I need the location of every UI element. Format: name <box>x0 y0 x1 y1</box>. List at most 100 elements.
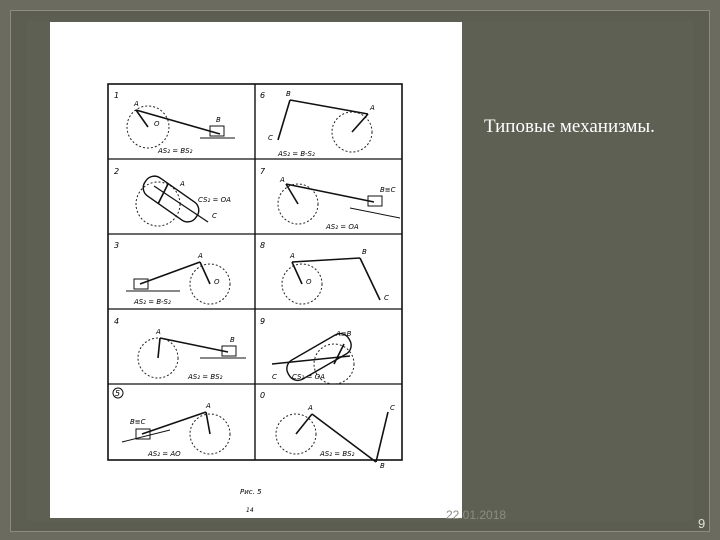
slider-block <box>221 345 237 357</box>
crank-circle <box>281 263 323 305</box>
crank-link <box>205 411 211 435</box>
joint-label: B≡C <box>130 418 146 426</box>
figure-page-number: 14 <box>246 507 254 514</box>
joint-label: B <box>380 462 385 470</box>
crank-circle <box>189 263 231 305</box>
joint-label: C <box>384 294 389 302</box>
slide-page-number: 9 <box>698 516 706 531</box>
slide-date: 22.01.2018 <box>446 508 507 522</box>
coupler-link <box>311 413 377 463</box>
cell-number: 5 <box>115 389 120 398</box>
crank-circle <box>313 343 355 385</box>
joint-label: A <box>307 404 313 412</box>
crank-link <box>333 343 345 365</box>
joint-label: C <box>268 134 273 142</box>
crank-link <box>351 113 369 133</box>
joint-label: A <box>279 176 285 184</box>
cell-formula: AS₂ = BS₂ <box>187 373 223 381</box>
rocker-slot <box>142 175 200 223</box>
slider-block <box>133 278 149 290</box>
joint-label: A≡B <box>335 330 352 338</box>
joint-label: O <box>154 120 160 128</box>
mechanism-cell-5: 5 A B≡C AS₂ = AO <box>112 387 231 458</box>
joint-label: B <box>362 248 367 256</box>
mechanism-cell-2: 2 A C CS₂ = OA <box>114 167 231 227</box>
joint-label: O <box>306 278 312 286</box>
guide-line <box>349 207 401 219</box>
crank-link <box>291 261 303 285</box>
slide-title: Типовые механизмы. <box>484 116 655 137</box>
cell-formula: AS₂ = AO <box>147 450 181 458</box>
joint-label: B <box>230 336 235 344</box>
mechanism-cell-3: 3 A O AS₂ = B-S₂ <box>114 241 231 306</box>
joint-label: O <box>214 278 220 286</box>
joint-label: C <box>390 404 395 412</box>
cell-number: 4 <box>114 317 119 326</box>
cell-formula: AS₂ = OA <box>325 223 359 231</box>
crank-circle <box>189 413 231 455</box>
cell-number: 8 <box>260 241 265 250</box>
crank-link <box>157 183 169 205</box>
crank-circle <box>331 111 373 153</box>
figure-caption: Рис. 5 <box>240 488 262 496</box>
slider-block <box>209 125 225 137</box>
coupler-link <box>291 257 361 263</box>
cell-number-circle <box>112 387 124 399</box>
cell-formula: CS₂ = OA <box>292 373 325 381</box>
cell-number: 9 <box>260 317 265 326</box>
cell-number: 7 <box>260 167 266 176</box>
cell-number: 1 <box>114 91 119 100</box>
joint-label: B <box>216 116 221 124</box>
mechanism-cell-8: 8 A B C O <box>260 241 389 305</box>
rocker-link <box>277 99 291 141</box>
coupler-link <box>141 411 207 435</box>
mechanism-diagrams: 1 A O B AS₂ = BS₂ 6 B A C <box>107 83 403 514</box>
joint-label: B≡C <box>380 186 396 194</box>
cell-formula: AS₂ = BS₂ <box>319 450 355 458</box>
joint-label: C <box>212 212 217 220</box>
crank-circle <box>277 183 319 225</box>
rocker-link <box>375 411 389 463</box>
crank-link <box>295 413 313 435</box>
joint-label: A <box>179 180 185 188</box>
coupler-link <box>289 99 369 115</box>
cell-formula: AS₂ = B-S₂ <box>277 150 315 158</box>
crank-link <box>285 183 299 205</box>
crank-link <box>135 109 149 128</box>
crank-circle <box>137 337 179 379</box>
scanned-figure: 1 A O B AS₂ = BS₂ 6 B A C <box>50 22 462 518</box>
mechanism-cell-9: 9 A≡B C CS₂ = OA <box>260 317 355 385</box>
cell-number: 0 <box>260 391 265 400</box>
joint-label: B <box>286 90 291 98</box>
cell-number: 6 <box>260 91 265 100</box>
coupler-link <box>159 337 229 353</box>
mechanism-cell-1: 1 A O B AS₂ = BS₂ <box>114 91 235 155</box>
joint-label: A <box>289 252 295 260</box>
joint-label: A <box>197 252 203 260</box>
rocker-link <box>359 257 381 301</box>
crank-link <box>199 261 211 285</box>
mechanism-cell-4: 4 A B AS₂ = BS₂ <box>114 317 246 381</box>
slider-block <box>367 195 383 207</box>
mechanism-cell-7: 7 A B≡C AS₂ = OA <box>260 167 401 231</box>
joint-label: C <box>272 373 277 381</box>
mechanism-cell-0: 0 A B C AS₂ = BS₂ <box>260 391 395 470</box>
coupler-link <box>139 261 201 285</box>
coupler-link <box>135 109 221 135</box>
joint-label: A <box>205 402 211 410</box>
guide-line <box>271 355 351 365</box>
cell-formula: CS₂ = OA <box>198 196 231 204</box>
joint-label: A <box>369 104 375 112</box>
rocker-slot <box>286 332 352 382</box>
coupler-link <box>285 183 375 203</box>
crank-circle <box>275 413 317 455</box>
crank-circle <box>126 105 170 149</box>
slider-block <box>135 428 151 440</box>
guide-line <box>153 185 209 223</box>
cell-number: 2 <box>114 167 119 176</box>
crank-link <box>157 337 161 359</box>
mechanism-cell-6: 6 B A C AS₂ = B-S₂ <box>260 90 375 158</box>
cell-formula: AS₂ = B-S₂ <box>133 298 171 306</box>
joint-label: A <box>133 100 139 108</box>
